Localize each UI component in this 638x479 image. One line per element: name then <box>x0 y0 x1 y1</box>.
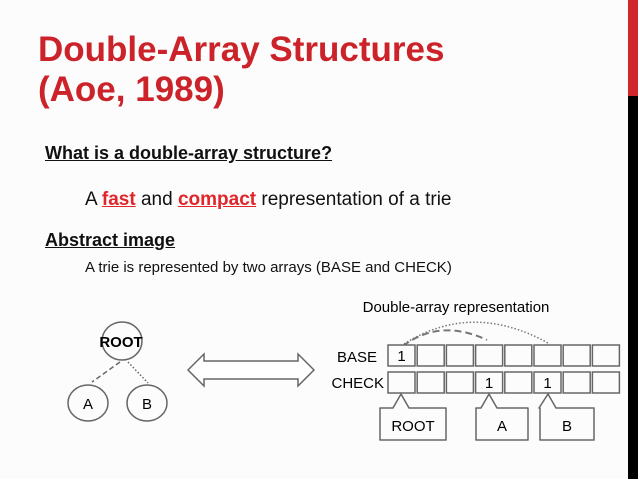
section-heading-definition: What is a double-array structure? <box>45 143 333 163</box>
check-cell <box>504 371 533 394</box>
callout-b-label: B <box>562 418 572 435</box>
check-cell <box>445 371 475 394</box>
check-cell-value: 1 <box>485 375 493 392</box>
base-label: BASE <box>337 349 377 366</box>
check-cell <box>562 371 591 394</box>
edge-root-a <box>91 361 121 383</box>
text: A <box>85 189 102 210</box>
slide-title-line1: Double-Array Structures <box>38 30 445 69</box>
edge-root-b <box>127 361 149 384</box>
node-root-label: ROOT <box>99 334 142 351</box>
base-cell-value: 1 <box>397 348 405 365</box>
check-cell <box>474 371 504 394</box>
base-cell <box>533 344 562 367</box>
slide-title-line2: (Aoe, 1989) <box>38 70 225 109</box>
base-cell <box>562 344 591 367</box>
check-cell <box>416 371 445 394</box>
node-a-label: A <box>83 396 93 413</box>
check-cell <box>591 371 621 394</box>
text: representation of a trie <box>256 189 452 210</box>
section-heading-abstract: Abstract image <box>45 230 176 250</box>
check-cell <box>387 371 416 394</box>
node-a <box>67 384 109 422</box>
node-b-label: B <box>142 396 152 413</box>
check-cell-value: 1 <box>543 375 551 392</box>
base-cell <box>445 344 475 367</box>
side-bar <box>628 96 638 479</box>
callout-root <box>379 393 447 441</box>
base-cell <box>591 344 621 367</box>
check-cell <box>533 371 562 394</box>
array-title: Double-array representation <box>363 299 550 316</box>
callout-b <box>538 393 595 441</box>
base-cell <box>416 344 445 367</box>
base-cell <box>474 344 504 367</box>
base-cell <box>504 344 533 367</box>
node-root <box>101 321 143 361</box>
fast-highlight: fast <box>101 189 136 210</box>
definition-text: A fast and compact representation of a t… <box>85 189 452 211</box>
base-cell <box>387 344 416 367</box>
compact-highlight: compact <box>177 189 257 210</box>
caption: A trie is represented by two arrays (BAS… <box>85 259 452 276</box>
accent-bar <box>628 0 638 96</box>
double-arrow <box>186 352 316 388</box>
dashed-link <box>402 329 488 347</box>
callout-a <box>475 393 529 441</box>
callout-a-label: A <box>497 418 507 435</box>
callout-root-label: ROOT <box>391 418 434 435</box>
text: and <box>135 189 178 210</box>
node-b <box>126 384 168 422</box>
check-label: CHECK <box>331 375 384 392</box>
